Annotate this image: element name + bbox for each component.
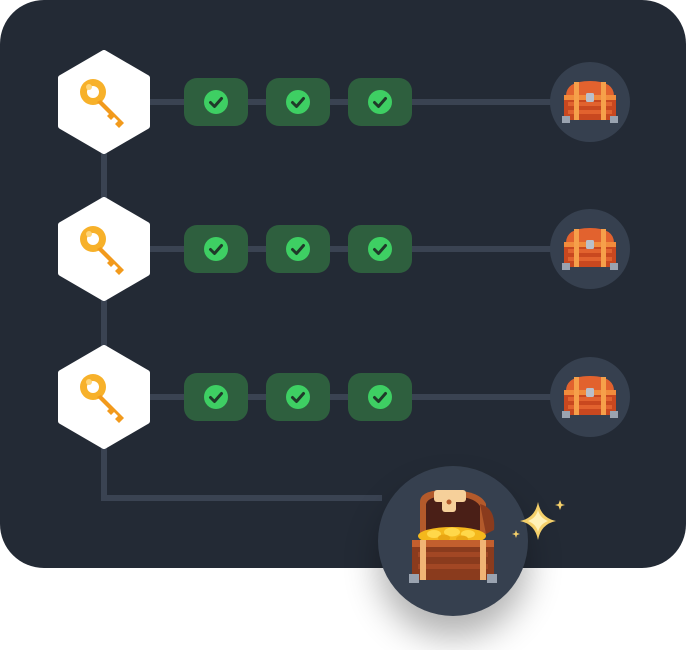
reward-chest-row-2[interactable] — [550, 209, 630, 289]
step-tile-row-2-2[interactable] — [266, 225, 330, 273]
check-circle-icon — [367, 236, 393, 262]
key-node-row-1[interactable] — [56, 50, 152, 154]
step-tile-row-2-1[interactable] — [184, 225, 248, 273]
key-node-row-3[interactable] — [56, 345, 152, 449]
check-circle-icon — [203, 89, 229, 115]
key-node-row-2[interactable] — [56, 197, 152, 301]
final-reward-node[interactable] — [378, 466, 528, 616]
check-circle-icon — [285, 384, 311, 410]
step-tile-row-2-3[interactable] — [348, 225, 412, 273]
check-circle-icon — [285, 236, 311, 262]
key-icon — [58, 50, 150, 154]
step-tile-row-1-1[interactable] — [184, 78, 248, 126]
step-tile-row-3-3[interactable] — [348, 373, 412, 421]
connector-final — [101, 446, 382, 501]
check-circle-icon — [285, 89, 311, 115]
check-circle-icon — [203, 236, 229, 262]
check-circle-icon — [367, 384, 393, 410]
chest-icon — [560, 78, 620, 124]
step-tile-row-3-1[interactable] — [184, 373, 248, 421]
step-tile-row-1-3[interactable] — [348, 78, 412, 126]
reward-chest-row-3[interactable] — [550, 357, 630, 437]
key-icon — [58, 197, 150, 301]
sparkle-icon — [512, 500, 565, 540]
chest-icon — [560, 373, 620, 419]
key-icon — [58, 345, 150, 449]
check-circle-icon — [367, 89, 393, 115]
chest-icon — [560, 225, 620, 271]
open-treasure-chest-icon — [409, 490, 497, 583]
step-tile-row-1-2[interactable] — [266, 78, 330, 126]
step-tile-row-3-2[interactable] — [266, 373, 330, 421]
reward-chest-row-1[interactable] — [550, 62, 630, 142]
check-circle-icon — [203, 384, 229, 410]
